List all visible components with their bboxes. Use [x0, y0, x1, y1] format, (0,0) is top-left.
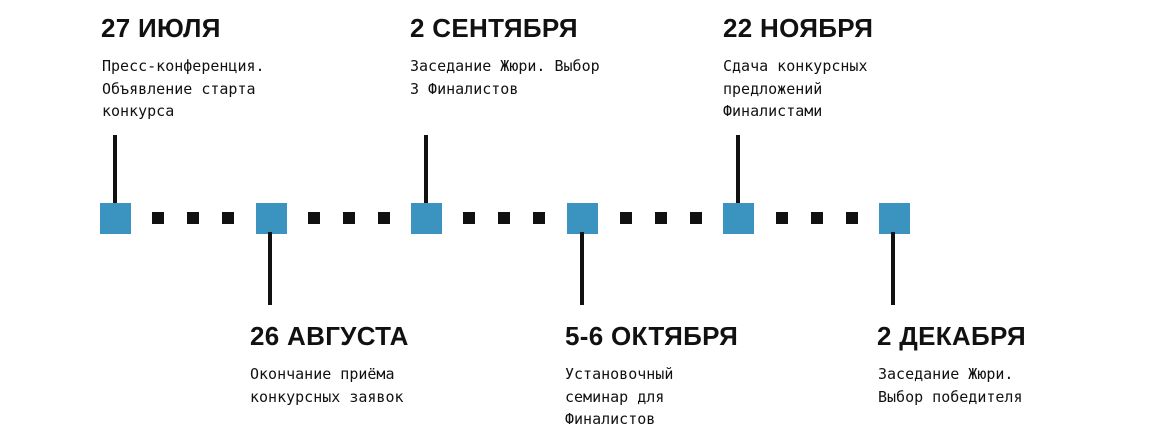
timeline-stem-5	[736, 135, 740, 205]
timeline-marker-5	[723, 203, 754, 234]
milestone-date-december-2: 2 ДЕКАБРЯ	[877, 321, 1026, 351]
timeline-dot	[308, 212, 320, 224]
timeline-dot	[343, 212, 355, 224]
timeline-stem-2	[268, 232, 272, 305]
milestone-description-july-27: Пресс-конференция. Объявление старта кон…	[102, 57, 265, 120]
timeline-dot	[620, 212, 632, 224]
milestone-description-december-2: Заседание Жюри. Выбор победителя	[878, 365, 1023, 406]
timeline-marker-1	[100, 203, 131, 234]
milestone-date-october-5-6: 5-6 ОКТЯБРЯ	[565, 321, 739, 351]
timeline-stem-3	[424, 135, 428, 205]
timeline-dot	[498, 212, 510, 224]
milestone-date-august-26: 26 АВГУСТА	[250, 321, 409, 351]
timeline-dot	[811, 212, 823, 224]
milestone-description-august-26: Окончание приёма конкурсных заявок	[250, 365, 404, 406]
timeline-dot	[463, 212, 475, 224]
timeline-dot	[187, 212, 199, 224]
milestone-description-november-22: Сдача конкурсных предложений Финалистами	[723, 57, 868, 120]
timeline-dot	[378, 212, 390, 224]
timeline-dot	[533, 212, 545, 224]
timeline-dot	[846, 212, 858, 224]
timeline-marker-3	[411, 203, 442, 234]
timeline-dot	[690, 212, 702, 224]
timeline-marker-2	[256, 203, 287, 234]
timeline-stem-6	[891, 232, 895, 305]
timeline-dot	[776, 212, 788, 224]
timeline-dot	[222, 212, 234, 224]
milestone-description-october-5-6: Установочный семинар для Финалистов	[565, 365, 674, 428]
timeline-marker-6	[879, 203, 910, 234]
timeline-stem-4	[580, 232, 584, 305]
milestone-date-september-2: 2 СЕНТЯБРЯ	[410, 13, 578, 43]
milestone-description-september-2: Заседание Жюри. Выбор 3 Финалистов	[410, 57, 600, 98]
timeline-stem-1	[113, 135, 117, 205]
milestone-date-july-27: 27 ИЮЛЯ	[101, 13, 221, 43]
timeline-dot	[152, 212, 164, 224]
milestone-date-november-22: 22 НОЯБРЯ	[723, 13, 874, 43]
timeline-marker-4	[567, 203, 598, 234]
timeline-dot	[655, 212, 667, 224]
